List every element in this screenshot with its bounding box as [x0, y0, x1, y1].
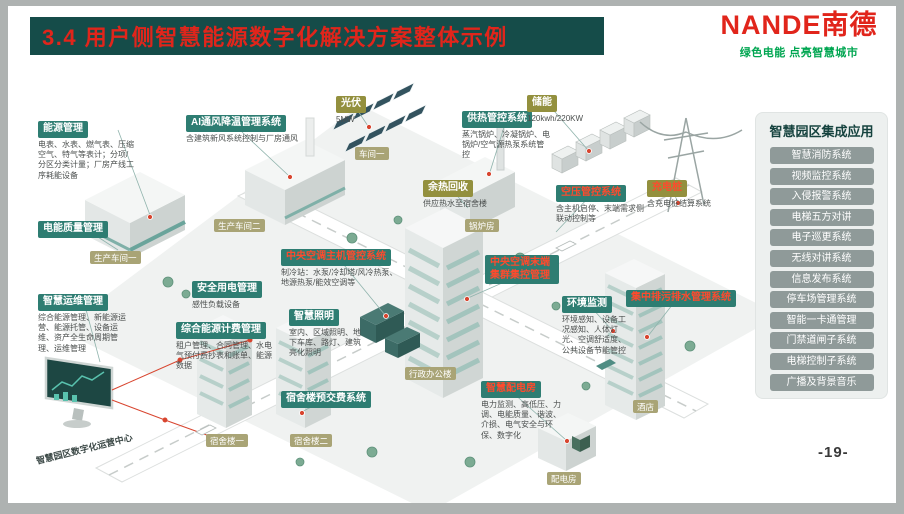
office-tower-building: [405, 208, 483, 398]
callout-env-monitoring: 环境监测 环境感知、设备工况感知、人体灯光、空调舒适度、公共设备节能管控: [562, 293, 630, 356]
chiller-units: [360, 303, 420, 358]
distribution-room-building: [538, 413, 596, 471]
panel-item-parking: 停车场管理系统: [769, 291, 874, 309]
callout-safe-electricity: 安全用电管理 感性负载设备: [192, 278, 262, 310]
factory-1-building: [84, 172, 186, 258]
tag-hotel: 酒店: [633, 400, 659, 414]
panel-item-broadcast: 广播及背景音乐: [769, 373, 874, 391]
callout-smart-lighting: 智慧照明 室内、区域照明、地下车库、路灯、建筑亮化照明: [289, 306, 365, 359]
callout-waste-heat: 余热回收 供应热水至宿舍楼: [423, 177, 495, 209]
callout-desc: 含建筑新风系统控制与厂房通风: [186, 133, 298, 143]
operations-monitor: [44, 356, 114, 428]
brand-logo: NANDE南德 绿色电能 点亮智慧城市: [706, 10, 892, 60]
callout-title: 智慧配电房: [481, 381, 541, 398]
page-number: -19-: [818, 444, 849, 461]
callout-storage: 储能 120kwh/220KW: [527, 92, 583, 124]
callout-desc: 电表、水表、燃气表、压缩空气、特气等表计；分项/分区分类计量；厂房产线工序耗能设…: [38, 139, 134, 180]
brand-name: NANDE南德: [720, 10, 878, 40]
slide-canvas: 3.4 用户侧智慧能源数字化解决方案整体示例 NANDE南德 绿色电能 点亮智慧…: [8, 6, 896, 503]
isometric-scene: [44, 82, 780, 503]
callout-title: 中央空调主机管控系统: [281, 249, 391, 266]
callout-title: 电能质量管理: [38, 221, 108, 238]
callout-dorm-prepay: 宿舍楼预交费系统: [281, 388, 371, 408]
callout-desc: 综合能源管理、新能源运营、能源托管、设备运维、资产全生命周期管理、运维管理: [38, 312, 126, 353]
callout-title: 供热管控系统: [462, 111, 532, 128]
callout-title: 空压管控系统: [556, 185, 626, 202]
callout-title: 智慧照明: [289, 309, 339, 326]
callout-energy-billing: 综合能源计费管理 租户管理、合同管理、水电气预付费抄表和账单、能源数据: [176, 319, 276, 372]
callout-cac-terminal: 中央空调末端集群集控管理: [485, 255, 559, 284]
callout-title: 光伏: [336, 96, 366, 113]
panel-item-fire: 智慧消防系统: [769, 147, 874, 164]
callout-ai-ventilation: AI通风降温管理系统 含建筑新风系统控制与厂房通风: [186, 112, 298, 144]
panel-item-intrusion: 入侵报警系统: [769, 188, 874, 206]
callout-desc: 120kwh/220KW: [527, 113, 584, 123]
callout-energy-mgmt: 能源管理 电表、水表、燃气表、压缩空气、特气等表计；分项/分区分类计量；厂房产线…: [38, 118, 134, 181]
slide-title-bar: 3.4 用户侧智慧能源数字化解决方案整体示例: [30, 17, 604, 55]
callout-title: 能源管理: [38, 121, 88, 138]
callout-desc: 蒸汽锅炉、冷凝锅炉、电锅炉/空气源热泵系统管控: [462, 129, 550, 160]
callout-title: AI通风降温管理系统: [186, 115, 286, 132]
integration-panel-title: 智慧园区集成应用: [769, 124, 874, 139]
callout-desc: 电力监测、高低压、力调、电能质量、谐波、介损、电气安全与环保、数字化: [481, 399, 561, 440]
callout-desc: 5MW: [336, 114, 355, 124]
panel-item-patrol: 电子巡更系统: [769, 229, 874, 247]
callout-title: 安全用电管理: [192, 281, 262, 298]
callout-title: 充电桩: [647, 180, 687, 197]
callout-power-quality: 电能质量管理: [38, 218, 108, 238]
location-pins: [147, 124, 681, 444]
tag-boiler-room: 锅炉房: [465, 219, 499, 233]
callout-heating-control: 供热管控系统 蒸汽锅炉、冷凝锅炉、电锅炉/空气源热泵系统管控: [462, 108, 550, 161]
panel-item-onecard: 智能一卡通管理: [769, 311, 874, 329]
integration-panel-list: 智慧消防系统 视频监控系统 入侵报警系统 电梯五方对讲 电子巡更系统 无线对讲系…: [769, 147, 874, 391]
callout-title: 环境监测: [562, 296, 612, 313]
panel-item-cctv: 视频监控系统: [769, 167, 874, 185]
callout-title: 集中排污排水管理系统: [626, 290, 736, 307]
callout-smart-distribution: 智慧配电房 电力监测、高低压、力调、电能质量、谐波、介损、电气安全与环保、数字化: [481, 378, 565, 441]
callout-air-compressor: 空压管控系统 含主机启停、末端需求侧联动控制等: [556, 182, 646, 224]
factory-2-building: [245, 117, 346, 225]
callout-desc: 含充电桩结算系统: [647, 198, 711, 208]
panel-item-info: 信息发布系统: [769, 270, 874, 288]
callout-desc: 室内、区域照明、地下车库、路灯、建筑亮化照明: [289, 327, 361, 358]
callout-title: 储能: [527, 95, 557, 112]
page-title: 3.4 用户侧智慧能源数字化解决方案整体示例: [42, 25, 508, 50]
callout-sewage-drainage: 集中排污排水管理系统: [626, 287, 736, 307]
panel-item-access: 门禁道闸子系统: [769, 332, 874, 350]
integration-panel: 智慧园区集成应用 智慧消防系统 视频监控系统 入侵报警系统 电梯五方对讲 电子巡…: [755, 112, 888, 399]
callout-desc: 环境感知、设备工况感知、人体灯光、空调舒适度、公共设备节能管控: [562, 314, 626, 355]
callout-title: 中央空调末端集群集控管理: [485, 255, 559, 284]
tag-factory-1: 生产车间一: [90, 251, 141, 265]
tag-dorm-2: 宿舍楼二: [290, 434, 333, 448]
tag-workshop-1: 车间一: [355, 147, 389, 161]
brand-tagline: 绿色电能 点亮智慧城市: [739, 46, 859, 59]
callout-charging-pile: 充电桩 含充电桩结算系统: [647, 177, 713, 209]
callout-pv: 光伏 5MW: [336, 93, 366, 125]
callout-desc: 含主机启停、末端需求侧联动控制等: [556, 203, 644, 223]
panel-item-wireless: 无线对讲系统: [769, 249, 874, 267]
callout-title: 智慧运维管理: [38, 294, 108, 311]
hotel-building: [605, 259, 665, 420]
callout-title: 宿舍楼预交费系统: [281, 391, 371, 408]
callout-desc: 制冷站：水泵/冷却塔/风冷热泵、地源热泵/能效空调等: [281, 267, 398, 287]
panel-item-elevator-ctrl: 电梯控制子系统: [769, 352, 874, 370]
callout-smart-om: 智慧运维管理 综合能源管理、新能源运营、能源托管、设备运维、资产全生命周期管理、…: [38, 291, 128, 354]
tag-factory-2: 生产车间二: [214, 219, 265, 233]
cars: [195, 240, 616, 436]
callout-desc: 感性负载设备: [192, 299, 240, 309]
tag-distribution-room: 配电房: [547, 472, 581, 486]
callout-desc: 租户管理、合同管理、水电气预付费抄表和账单、能源数据: [176, 340, 272, 371]
callout-desc: 供应热水至宿舍楼: [423, 198, 487, 208]
tag-admin-building: 行政办公楼: [405, 367, 456, 381]
panel-item-elevator-intercom: 电梯五方对讲: [769, 208, 874, 226]
callout-cac-host: 中央空调主机管控系统 制冷站：水泵/冷却塔/风冷热泵、地源热泵/能效空调等: [281, 246, 403, 288]
tag-dorm-1: 宿舍楼一: [206, 434, 249, 448]
callout-title: 综合能源计费管理: [176, 322, 266, 339]
callout-title: 余热回收: [423, 180, 473, 197]
slide: 3.4 用户侧智慧能源数字化解决方案整体示例 NANDE南德 绿色电能 点亮智慧…: [8, 6, 896, 503]
